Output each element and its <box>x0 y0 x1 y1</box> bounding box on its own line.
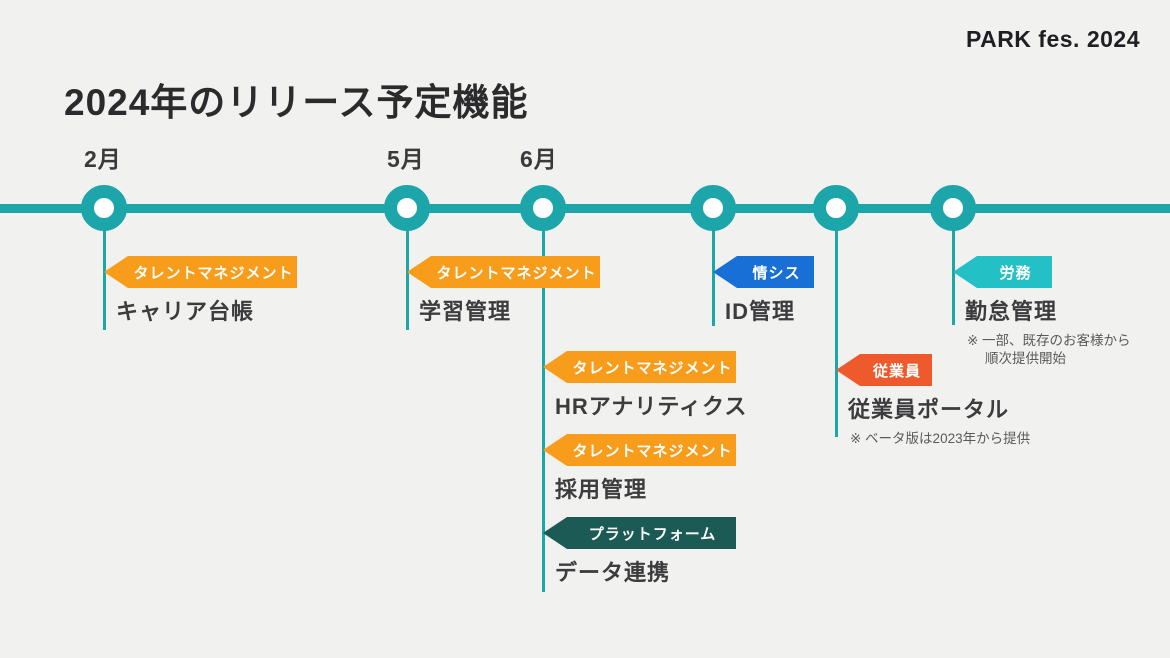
category-tag-label: 労務 <box>999 264 1032 282</box>
category-tag-label: タレントマネジメント <box>572 442 733 460</box>
feature-name: 勤怠管理 <box>965 299 1058 324</box>
entry-data-integration: プラットフォーム データ連携 <box>543 517 736 587</box>
connector-id-management <box>712 208 715 326</box>
feature-name: 学習管理 <box>419 299 512 324</box>
timeline-bar <box>0 204 1170 213</box>
feature-name: キャリア台帳 <box>116 299 255 324</box>
category-tag-labor: 労務 <box>953 256 1052 288</box>
timeline-node-id-management <box>690 185 736 231</box>
category-tag-label: タレントマネジメント <box>436 264 597 282</box>
brand-logo: PARK fes. 2024 <box>965 26 1140 52</box>
feature-name: ID管理 <box>725 299 796 324</box>
category-tag-platform: プラットフォーム <box>543 517 736 549</box>
entry-employee-portal: 従業員 従業員ポータル ※ ベータ版は2023年から提供 <box>836 354 1030 448</box>
entry-recruitment-management: タレントマネジメント 採用管理 <box>543 434 736 504</box>
feature-note: ※ 一部、既存のお客様から 順次提供開始 <box>967 332 1131 368</box>
connector-may <box>406 208 409 330</box>
feature-name: HRアナリティクス <box>555 394 748 419</box>
month-label-june: 6月 <box>520 146 558 172</box>
month-label-february: 2月 <box>84 146 122 172</box>
timeline-node-attendance <box>930 185 976 231</box>
timeline-node-february <box>81 185 127 231</box>
category-tag-employee: 従業員 <box>836 354 932 386</box>
feature-name: データ連携 <box>555 560 671 585</box>
feature-note-line2: 順次提供開始 <box>985 351 1066 366</box>
feature-note: ※ ベータ版は2023年から提供 <box>850 431 1031 446</box>
category-tag-talent-management: タレントマネジメント <box>543 434 736 466</box>
entry-attendance-management: 労務 勤怠管理 ※ 一部、既存のお客様から 順次提供開始 <box>953 256 1131 368</box>
entry-id-management: 情シス ID管理 <box>713 256 814 326</box>
feature-name: 採用管理 <box>555 477 648 502</box>
entry-hr-analytics: タレントマネジメント HRアナリティクス <box>543 351 747 421</box>
entry-career-ledger: タレントマネジメント キャリア台帳 <box>104 256 297 326</box>
connector-february <box>103 208 106 330</box>
category-tag-it-systems: 情シス <box>713 256 814 288</box>
connector-attendance <box>952 208 955 325</box>
category-tag-label: タレントマネジメント <box>133 264 294 282</box>
connector-june <box>542 208 545 592</box>
timeline-node-employee-portal <box>813 185 859 231</box>
category-tag-talent-management: タレントマネジメント <box>543 351 736 383</box>
month-label-may: 5月 <box>387 146 425 172</box>
category-tag-talent-management: タレントマネジメント <box>407 256 600 288</box>
timeline-node-june <box>520 185 566 231</box>
timeline-node-may <box>384 185 430 231</box>
feature-name: 従業員ポータル <box>848 397 1010 422</box>
category-tag-talent-management: タレントマネジメント <box>104 256 297 288</box>
category-tag-label: プラットフォーム <box>588 525 717 543</box>
page-title: 2024年のリリース予定機能 <box>64 82 529 123</box>
category-tag-label: タレントマネジメント <box>572 359 733 377</box>
connector-employee-portal <box>835 208 838 437</box>
entry-learning-management: タレントマネジメント 学習管理 <box>407 256 600 326</box>
category-tag-label: 従業員 <box>872 362 921 380</box>
feature-note-line1: ※ 一部、既存のお客様から <box>967 333 1131 348</box>
category-tag-label: 情シス <box>752 264 801 282</box>
